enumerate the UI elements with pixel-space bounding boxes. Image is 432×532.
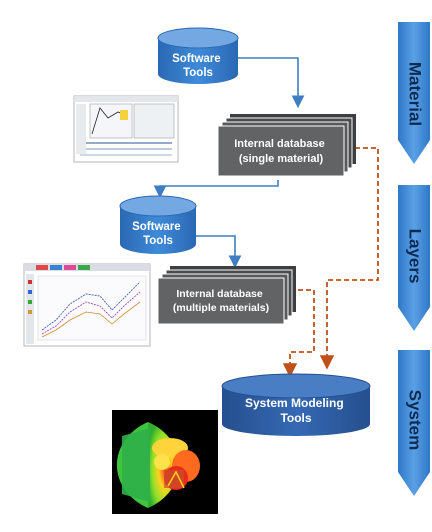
db-single-line1: Internal database (234, 138, 324, 150)
software-tools-1-line2: Tools (183, 67, 213, 79)
db-multiple-line1: Internal database (176, 288, 263, 300)
dashed-db-single-to-system (319, 147, 379, 370)
stage-label-system: System (406, 390, 425, 450)
db-single-line2: (single material) (239, 153, 324, 165)
svg-text:System Modeling Tools: System Modeling Tools (245, 396, 347, 425)
connector-tools2-to-db-multiple (192, 235, 242, 269)
svg-text:Internal database (multi: Internal database (multiple materials) (173, 288, 269, 314)
stage-label-material: Material (406, 62, 425, 126)
system-modeling-line1: System Modeling (245, 396, 344, 410)
stage-arrow-system: System (398, 350, 430, 496)
software-tools-1-line1: Software (172, 53, 221, 65)
thermal-simulation-render (112, 410, 218, 514)
software-tools-cylinder-2: Software Tools (119, 195, 197, 254)
dashed-db-multiple-to-system (282, 289, 315, 378)
svg-text:Software Tools: Software Tools (172, 53, 224, 79)
db-multiple-line2: (multiple materials) (173, 302, 269, 314)
multiple-materials-chart-thumbnail (23, 263, 151, 347)
dashed-connectors (282, 147, 379, 378)
svg-text:Software Tools: Software Tools (132, 221, 184, 247)
software-tools-2-line2: Tools (143, 235, 173, 247)
stage-arrow-layers: Layers (398, 185, 430, 331)
software-tools-2-line1: Software (132, 221, 181, 233)
connector-tools1-to-db-single (238, 57, 305, 109)
software-tools-cylinder-1: Software Tools (157, 27, 239, 84)
connector-db-single-to-tools2 (153, 180, 279, 199)
stage-arrow-material: Material (398, 22, 430, 164)
stage-label-layers: Layers (406, 229, 425, 284)
internal-db-multiple-stack: Internal database (multiple materials) (157, 266, 296, 325)
blue-connectors (153, 57, 305, 269)
internal-db-single-stack: Internal database (single material) (217, 114, 356, 177)
software-screenshot-thumbnail (73, 95, 179, 163)
svg-text:Internal database (singl: Internal database (single material) (234, 138, 328, 165)
system-modeling-tools-cylinder: System Modeling Tools (221, 373, 371, 436)
system-modeling-line2: Tools (280, 411, 311, 425)
